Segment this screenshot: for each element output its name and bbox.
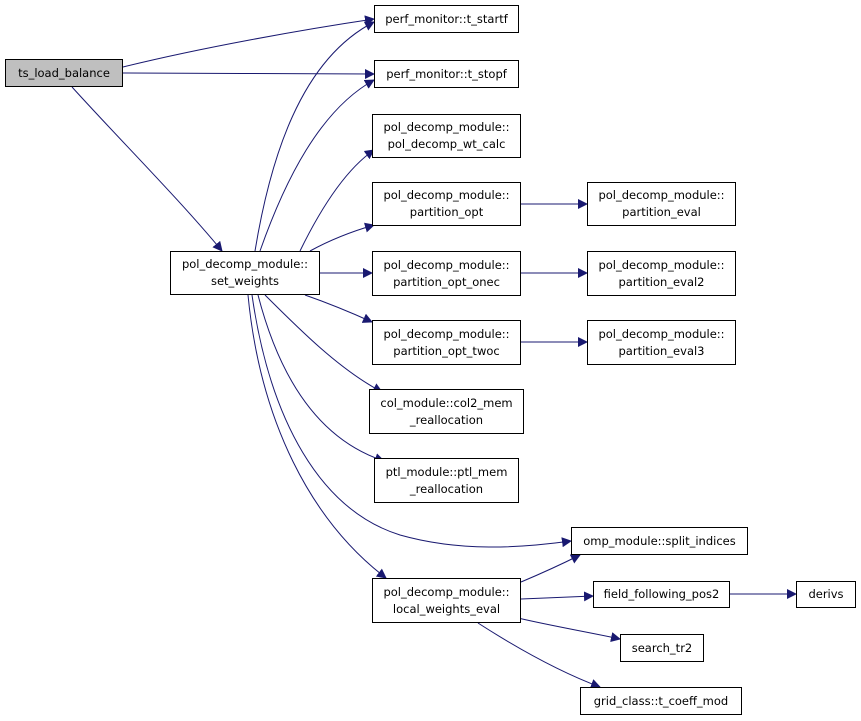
node-partition-eval2[interactable]: pol_decomp_module::partition_eval2 — [587, 251, 736, 296]
node-label-line: pol_decomp_module:: — [598, 326, 725, 341]
node-label-line: col_module::col2_mem — [380, 395, 513, 410]
node-partition-opt-twoc[interactable]: pol_decomp_module::partition_opt_twoc — [372, 320, 521, 365]
node-label-line: partition_eval — [622, 205, 701, 219]
edge-local-weights-eval-to-split-indices — [520, 554, 581, 583]
node-search-tr2[interactable]: search_tr2 — [620, 634, 704, 662]
node-pol-decomp-wt-calc[interactable]: pol_decomp_module::pol_decomp_wt_calc — [372, 114, 521, 158]
edge-set-weights-to-t-startf — [254, 21, 375, 252]
node-label-line: grid_class::t_coeff_mod — [593, 693, 729, 708]
node-label-line: pol_decomp_module:: — [598, 257, 725, 272]
node-label-line: perf_monitor::t_stopf — [386, 66, 507, 81]
edge-set-weights-to-pol-decomp-wt-calc — [299, 149, 375, 252]
node-label-line: local_weights_eval — [392, 601, 501, 616]
edge-ts-load-balance-to-t-startf — [122, 15, 375, 68]
node-label-line: set_weights — [210, 274, 280, 288]
edge-set-weights-to-split-indices — [251, 294, 572, 548]
edge-set-weights-to-partition-opt — [309, 222, 375, 252]
node-t-startf[interactable]: perf_monitor::t_startf — [374, 5, 519, 33]
node-set-weights[interactable]: pol_decomp_module::set_weights — [170, 251, 320, 295]
node-ts-load-balance: ts_load_balance — [5, 59, 123, 87]
node-label-line: _reallocation — [409, 412, 484, 427]
node-label-line: pol_decomp_module:: — [598, 188, 725, 202]
node-ptl-mem-reallocation[interactable]: ptl_module::ptl_mem_reallocation — [374, 458, 519, 503]
node-t-coeff-mod[interactable]: grid_class::t_coeff_mod — [580, 687, 742, 715]
node-t-stopf[interactable]: perf_monitor::t_stopf — [374, 60, 519, 88]
node-col2-mem-reallocation[interactable]: col_module::col2_mem_reallocation — [369, 389, 524, 434]
node-label-line: pol_decomp_module:: — [383, 120, 510, 134]
node-label-line: search_tr2 — [631, 640, 693, 655]
edge-set-weights-to-local-weights-eval — [247, 294, 387, 579]
edge-local-weights-eval-to-field-following-pos2 — [520, 591, 594, 602]
node-label-line: partition_eval3 — [618, 343, 705, 358]
node-label-line: partition_eval2 — [618, 274, 705, 289]
node-label-line: _reallocation — [409, 481, 484, 496]
edge-ts-load-balance-to-set-weights — [71, 86, 223, 252]
node-partition-eval3[interactable]: pol_decomp_module::partition_eval3 — [587, 320, 736, 365]
edge-set-weights-to-col2-mem-reallocation — [264, 294, 383, 393]
node-label-line: pol_decomp_module:: — [383, 326, 510, 341]
node-label-line: pol_decomp_module:: — [383, 584, 510, 599]
edge-local-weights-eval-to-t-coeff-mod — [477, 622, 601, 689]
node-label-line: pol_decomp_module:: — [383, 188, 510, 202]
node-label-line: partition_opt_onec — [393, 274, 500, 289]
node-label-line: field_following_pos2 — [603, 587, 720, 601]
node-field-following-pos2[interactable]: field_following_pos2 — [593, 581, 730, 608]
node-label-line: partition_opt_twoc — [393, 343, 500, 358]
node-label-line: pol_decomp_module:: — [181, 257, 309, 271]
node-label-line: pol_decomp_module:: — [383, 257, 510, 272]
node-label-line: ptl_module::ptl_mem — [385, 464, 508, 479]
node-split-indices[interactable]: omp_module::split_indices — [571, 527, 748, 555]
node-label-line: pol_decomp_wt_calc — [387, 137, 506, 151]
node-label-line: partition_opt — [409, 205, 484, 219]
node-partition-eval[interactable]: pol_decomp_module::partition_eval — [587, 182, 736, 226]
node-label-line: ts_load_balance — [18, 65, 110, 80]
node-label-line: omp_module::split_indices — [583, 533, 736, 548]
edge-set-weights-to-ptl-mem-reallocation — [257, 294, 385, 463]
node-partition-opt[interactable]: pol_decomp_module::partition_opt — [372, 182, 521, 226]
node-partition-opt-onec[interactable]: pol_decomp_module::partition_opt_onec — [372, 251, 521, 296]
node-label-line: derivs — [808, 587, 844, 601]
edge-set-weights-to-t-stopf — [259, 79, 375, 252]
edge-ts-load-balance-to-t-stopf — [122, 68, 375, 79]
node-local-weights-eval[interactable]: pol_decomp_module::local_weights_eval — [372, 578, 521, 623]
node-label-line: perf_monitor::t_startf — [385, 11, 508, 26]
edge-local-weights-eval-to-search-tr2 — [517, 617, 621, 642]
node-derivs[interactable]: derivs — [796, 581, 856, 608]
edge-set-weights-to-partition-opt-twoc — [304, 294, 373, 323]
